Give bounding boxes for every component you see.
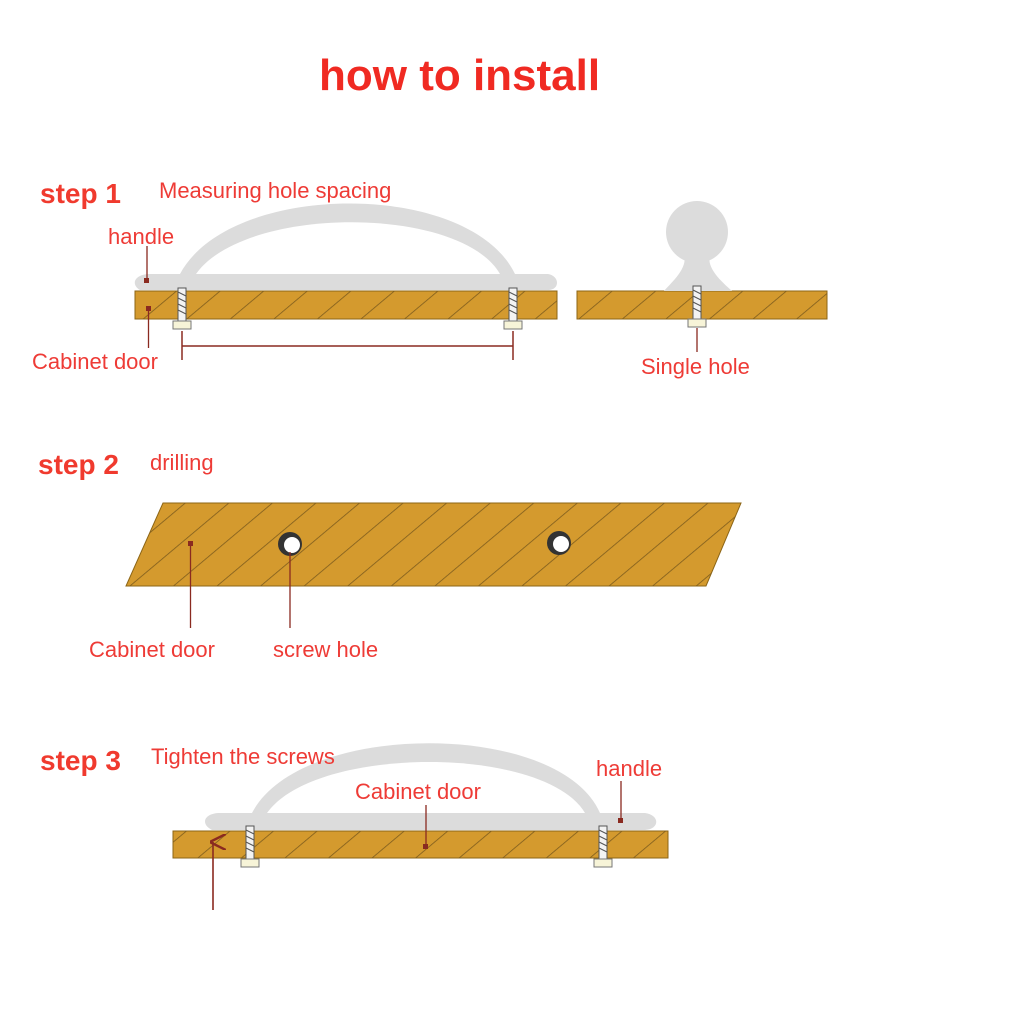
step1-label: step 1 — [40, 178, 121, 209]
page-title: how to install — [319, 51, 601, 100]
step3-screw-right — [593, 825, 613, 868]
step3-screw-left — [240, 825, 260, 868]
step2-door-leader — [188, 541, 193, 628]
step2-screw-hole-right — [547, 531, 571, 555]
step3-door-leader — [423, 805, 428, 849]
step2-screw-hole-left — [278, 532, 302, 556]
step1-bow-handle-inner — [196, 222, 500, 274]
step3-handle-leader — [618, 781, 623, 823]
step1-hole-spacing-bracket — [181, 331, 514, 360]
step1-cabinet-door-label: Cabinet door — [32, 349, 158, 374]
step1-figure — [134, 201, 828, 360]
step2-caption: drilling — [150, 450, 214, 475]
step1-screw-right — [503, 287, 523, 330]
step2-label: step 2 — [38, 449, 119, 480]
step3-cabinet-door-label: Cabinet door — [355, 779, 481, 804]
step2-cabinet-door-label: Cabinet door — [89, 637, 215, 662]
step3-handle-label: handle — [596, 756, 663, 781]
step3-caption: Tighten the screws — [151, 744, 335, 769]
step3-figure — [172, 743, 669, 910]
step1-handle-leader — [144, 246, 149, 283]
step1-single-hole-label: Single hole — [641, 354, 750, 379]
step2-screw-hole-label: screw hole — [273, 637, 379, 662]
step1-caption: Measuring hole spacing — [159, 178, 392, 203]
step1-knob — [664, 201, 732, 291]
step3-bow-handle-inner — [267, 762, 585, 813]
step1-door-leader — [146, 306, 151, 348]
step1-handle-label: handle — [108, 224, 175, 249]
step1-single-screw — [687, 285, 707, 328]
step2-figure — [125, 502, 742, 628]
step1-screw-left — [172, 287, 192, 330]
step3-label: step 3 — [40, 745, 121, 776]
